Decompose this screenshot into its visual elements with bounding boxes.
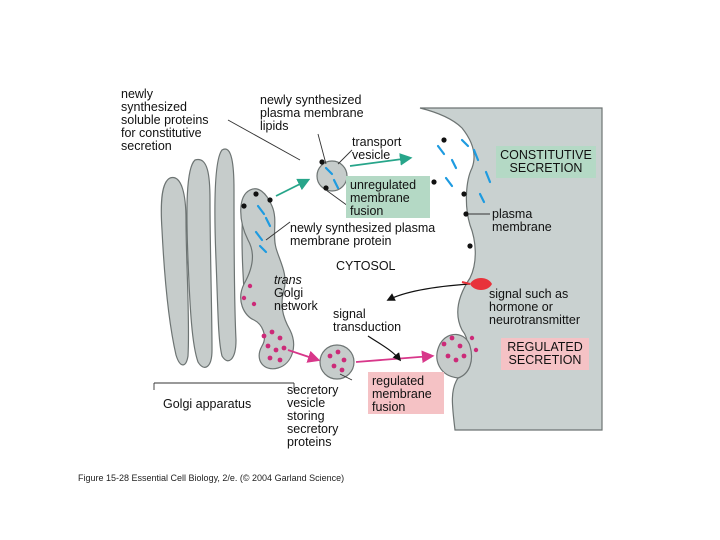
leader-lines: [153, 119, 490, 390]
label-transport-vesicle-line: vesicle: [352, 148, 390, 162]
arrow-to-secretory-vesicle: [287, 349, 321, 363]
arrow-to-transport-vesicle: [275, 178, 311, 197]
label-newly-protein-line: membrane protein: [290, 234, 391, 248]
regulated-secretion-box: [501, 338, 589, 370]
figure-caption: Figure 15-28 Essential Cell Biology, 2/e…: [78, 473, 344, 483]
label-signal-such-as-line: hormone or: [489, 300, 553, 314]
label-regulated-secretion-line: REGULATED: [507, 340, 582, 354]
secretory-protein-dots: [241, 283, 479, 373]
label-trans-golgi-line: Golgi: [274, 286, 303, 300]
label-secretory-vesicle-line: proteins: [287, 435, 331, 449]
label-newly-soluble-line: secretion: [121, 139, 172, 153]
label-signal-transduction-line: signal: [333, 307, 366, 321]
label-constitutive-secretion-line: CONSTITUTIVE: [500, 148, 592, 162]
label-trans-golgi-line: network: [274, 299, 319, 313]
label-newly-lipids-line: plasma membrane: [260, 106, 364, 120]
label-unregulated-fusion-line: membrane: [350, 191, 410, 205]
label-secretory-vesicle-line: secretory: [287, 422, 339, 436]
label-signal-such-as-line: neurotransmitter: [489, 313, 580, 327]
label-regulated-fusion-line: fusion: [372, 400, 405, 414]
label-constitutive-secretion-line: SECRETION: [510, 161, 583, 175]
label-newly-soluble-line: synthesized: [121, 100, 187, 114]
label-unregulated-fusion-line: fusion: [350, 204, 383, 218]
label-signal-transduction-line: transduction: [333, 320, 401, 334]
label-regulated-secretion-line: SECRETION: [509, 353, 582, 367]
label-plasma-membrane-line: membrane: [492, 220, 552, 234]
label-regulated-fusion-line: regulated: [372, 374, 424, 388]
constitutive-box: [496, 146, 596, 178]
arrow-to-regulated: [355, 350, 435, 364]
label-newly-protein-line: newly synthesized plasma: [290, 221, 435, 235]
arrow-signal-in: [386, 283, 471, 301]
transport-vesicle: [316, 160, 348, 192]
arrow-to-constitutive: [349, 153, 413, 167]
label-secretory-vesicle-line: storing: [287, 409, 325, 423]
label-regulated-fusion-line: membrane: [372, 387, 432, 401]
label-trans-golgi-line: trans: [274, 273, 302, 287]
label-newly-lipids-line: newly synthesized: [260, 93, 361, 107]
membrane-protein-dots: [241, 137, 473, 249]
label-newly-soluble-line: soluble proteins: [121, 113, 209, 127]
label-plasma-membrane-line: plasma: [492, 207, 532, 221]
soluble-protein-dashes: [254, 138, 492, 254]
label-newly-soluble-line: newly: [121, 87, 154, 101]
label-unregulated-fusion-line: unregulated: [350, 178, 416, 192]
label-golgi-apparatus: Golgi apparatus: [163, 397, 251, 411]
trans-golgi-network: [240, 188, 295, 370]
golgi-stack: [160, 148, 262, 368]
label-secretory-vesicle-line: secretory: [287, 383, 339, 397]
label-transport-vesicle-line: transport: [352, 135, 402, 149]
label-newly-soluble-line: for constitutive: [121, 126, 202, 140]
unregulated-box: [346, 176, 430, 218]
arrow-transduction: [367, 335, 402, 362]
regulated-fusion-box: [368, 372, 444, 414]
label-secretory-vesicle-line: vesicle: [287, 396, 325, 410]
label-newly-lipids-line: lipids: [260, 119, 289, 133]
label-cytosol: CYTOSOL: [336, 259, 396, 273]
signal-molecule-icon: [470, 278, 492, 290]
label-signal-such-as-line: signal such as: [489, 287, 568, 301]
